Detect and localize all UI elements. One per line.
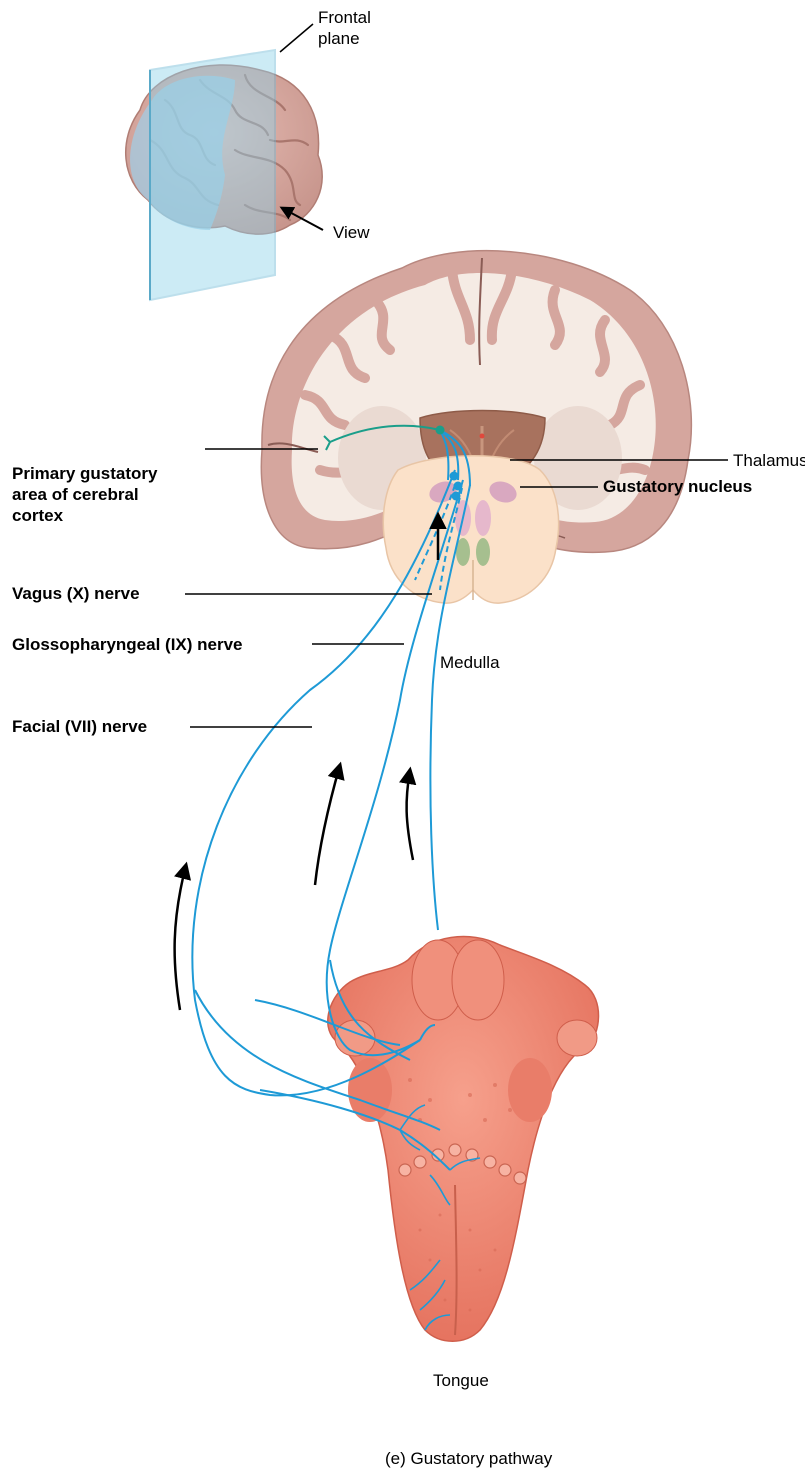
primary-gustatory-line1: Primary gustatory (12, 463, 158, 484)
tongue-illustration (328, 937, 599, 1342)
view-label: View (333, 222, 370, 243)
facial-nerve-label: Facial (VII) nerve (12, 716, 147, 737)
figure-caption: (e) Gustatory pathway (385, 1448, 552, 1469)
glossopharyngeal-nerve-label: Glossopharyngeal (IX) nerve (12, 634, 243, 655)
thalamus-label: Thalamus (733, 450, 805, 471)
tongue-label: Tongue (433, 1370, 489, 1391)
primary-gustatory-line3: cortex (12, 505, 158, 526)
brain-inset (126, 24, 323, 300)
medulla-label: Medulla (440, 652, 500, 673)
primary-gustatory-line2: area of cerebral (12, 484, 158, 505)
frontal-plane-label: Frontal plane (318, 7, 371, 49)
primary-gustatory-area-label: Primary gustatory area of cerebral corte… (12, 463, 158, 526)
frontal-plane-label-line1: Frontal (318, 7, 371, 28)
vagus-nerve-label: Vagus (X) nerve (12, 583, 140, 604)
frontal-plane-label-line2: plane (318, 28, 371, 49)
medulla-section (383, 456, 558, 603)
gustatory-nucleus-label: Gustatory nucleus (603, 476, 752, 497)
